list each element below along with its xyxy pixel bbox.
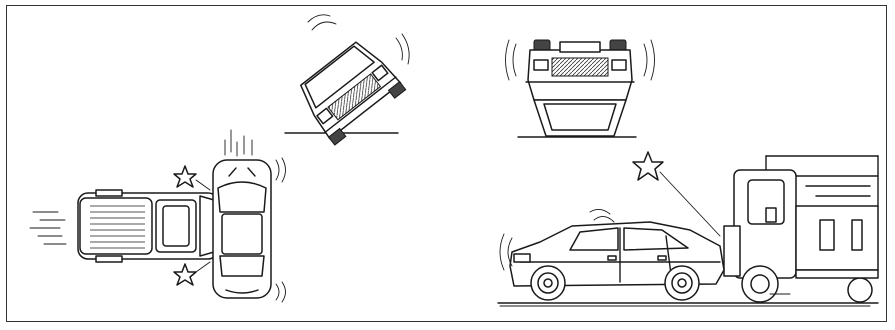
- sedan-icon: [510, 222, 724, 300]
- motion-lines-icon: [30, 212, 66, 244]
- rollover-inverted-scene: [506, 40, 655, 137]
- impact-star-icon: [174, 264, 196, 285]
- striking-car-icon: [78, 190, 218, 262]
- inverted-car-icon: [526, 40, 634, 136]
- struck-car-icon: [213, 160, 271, 298]
- rolling-car-icon: [293, 36, 406, 145]
- underride-scene: [498, 152, 878, 306]
- truck-rear-icon: [724, 156, 878, 302]
- rollover-tilted-scene: [285, 15, 409, 145]
- impact-star-icon: [633, 152, 663, 180]
- side-impact-scene: [30, 130, 286, 302]
- impact-star-icon: [174, 166, 196, 187]
